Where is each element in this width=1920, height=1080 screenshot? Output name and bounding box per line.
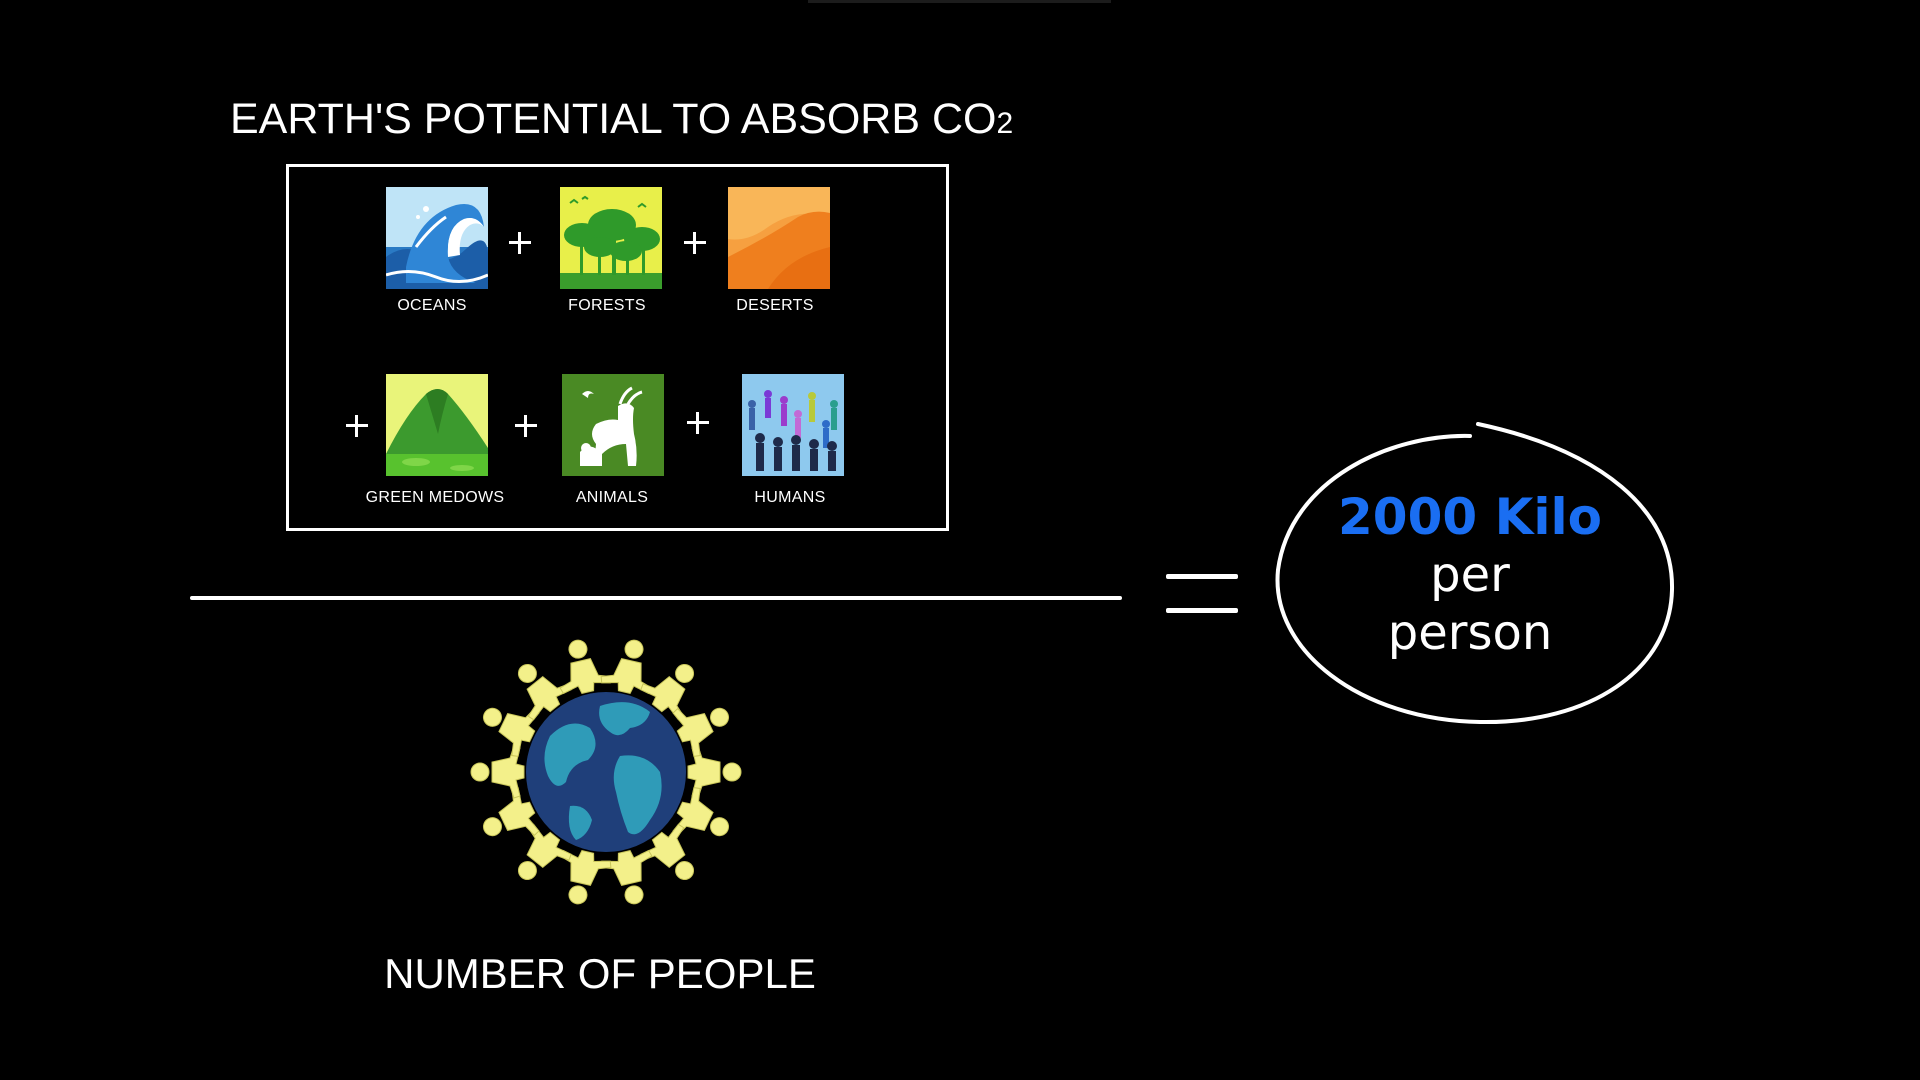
ring-person-figure bbox=[687, 745, 742, 799]
plus-sign bbox=[683, 408, 713, 438]
plus-sign bbox=[680, 228, 710, 258]
hand-drawn-circle bbox=[1275, 422, 1675, 725]
humans-crowd-icon bbox=[742, 374, 844, 476]
ring-person-figure bbox=[672, 787, 730, 837]
ring-person-figure bbox=[559, 849, 612, 905]
number-of-people-label: NUMBER OF PEOPLE bbox=[384, 950, 816, 997]
plus-sign bbox=[511, 411, 541, 441]
ring-person-figure bbox=[482, 707, 540, 757]
result-unit-per: per bbox=[1430, 547, 1510, 603]
equals-sign bbox=[1166, 574, 1238, 614]
sink-label-deserts: DESERTS bbox=[736, 297, 814, 314]
page-title: EARTH'S POTENTIAL TO ABSORB CO2 bbox=[230, 95, 1014, 143]
sink-label-humans: HUMANS bbox=[754, 489, 826, 506]
ring-person-figure bbox=[640, 663, 695, 721]
forest-icon bbox=[560, 187, 662, 289]
result-text: 2000 Kilo per person bbox=[1290, 488, 1650, 662]
animals-icon bbox=[562, 374, 664, 476]
ring-person-figure bbox=[559, 639, 612, 695]
ocean-wave-icon bbox=[386, 187, 488, 289]
ring-person-figure bbox=[482, 787, 540, 837]
top-edge-line bbox=[808, 0, 1111, 3]
ring-person-figure bbox=[517, 823, 572, 881]
sink-label-green-medows: GREEN MEDOWS bbox=[365, 489, 505, 506]
desert-dune-icon bbox=[728, 187, 830, 289]
sink-label-oceans: OCEANS bbox=[397, 297, 467, 314]
ring-person-figure bbox=[672, 707, 730, 757]
sink-label-animals: ANIMALS bbox=[575, 489, 649, 506]
ring-person-figure bbox=[640, 823, 695, 881]
result-amount: 2000 Kilo bbox=[1338, 488, 1602, 546]
ring-person-figure bbox=[600, 849, 653, 905]
globe-people-icon bbox=[470, 639, 742, 905]
result-unit-person: person bbox=[1387, 605, 1553, 661]
carbon-sinks-box bbox=[286, 164, 949, 531]
ring-person-figure bbox=[600, 639, 653, 695]
ring-person-figure bbox=[470, 745, 525, 799]
plus-sign bbox=[342, 411, 372, 441]
plus-sign bbox=[505, 228, 535, 258]
sink-label-forests: FORESTS bbox=[568, 297, 646, 314]
fraction-divider bbox=[190, 596, 1122, 600]
ring-person-figure bbox=[517, 663, 572, 721]
green-mountain-icon bbox=[386, 374, 488, 476]
